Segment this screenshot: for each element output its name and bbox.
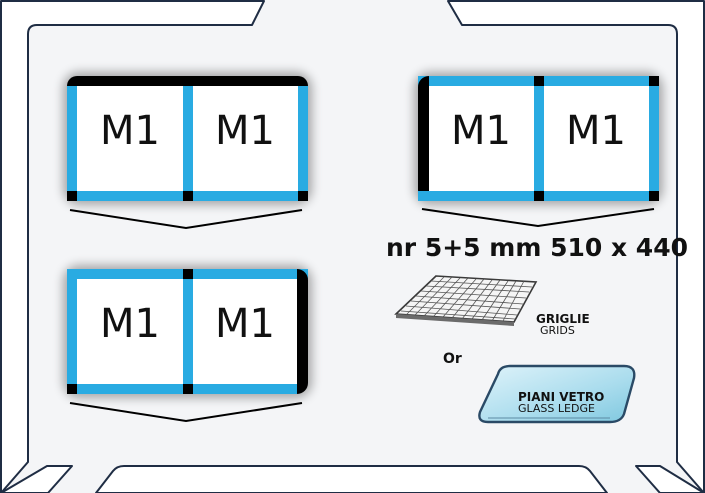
grids-title: GRIGLIE [536,312,590,326]
corner-joint [67,384,77,394]
top-right-panel [447,0,705,493]
module-top-right: M1 M1 [418,76,659,201]
corner-joint [649,76,659,86]
corner-joint [67,191,77,201]
cell-label-left: M1 [100,301,160,347]
frame-middle [534,76,544,201]
or-separator: Or [443,351,462,367]
frame-middle [183,269,193,394]
frame-left [67,269,77,394]
bottom-left-corner [0,465,73,493]
cell-label-right: M1 [566,108,626,154]
frame-right [298,86,308,201]
top-left-panel [0,0,265,493]
module-bottom-left: M1 M1 [67,269,308,394]
frame-bottom [67,384,297,394]
corner-joint [649,191,659,201]
glass-subtitle: GLASS LEDGE [518,402,595,415]
module-top-left: M1 M1 [67,76,308,201]
frame-top-black [67,76,308,86]
frame-right-black [297,269,308,394]
bottom-right-corner [635,465,705,493]
glass-ledge-icon [478,364,636,424]
corner-joint [183,384,193,394]
cell-label-left: M1 [100,108,160,154]
corner-joint [183,269,193,279]
grids-subtitle: GRIDS [540,324,575,337]
cell-label-right: M1 [215,108,275,154]
cell-label-right: M1 [215,301,275,347]
cell-label-left: M1 [451,108,511,154]
shelf-spec-caption: nr 5+5 mm 510 x 440 [386,233,688,262]
corner-joint [534,76,544,86]
glass-title: PIANI VETRO [518,390,605,404]
corner-joint [298,191,308,201]
frame-left [67,86,77,201]
frame-middle [183,86,193,201]
corner-joint [534,191,544,201]
corner-joint [183,191,193,201]
grid-shelf-icon [394,275,538,326]
frame-right [649,76,659,201]
frame-left-black [418,76,429,201]
bottom-panel [95,465,608,493]
